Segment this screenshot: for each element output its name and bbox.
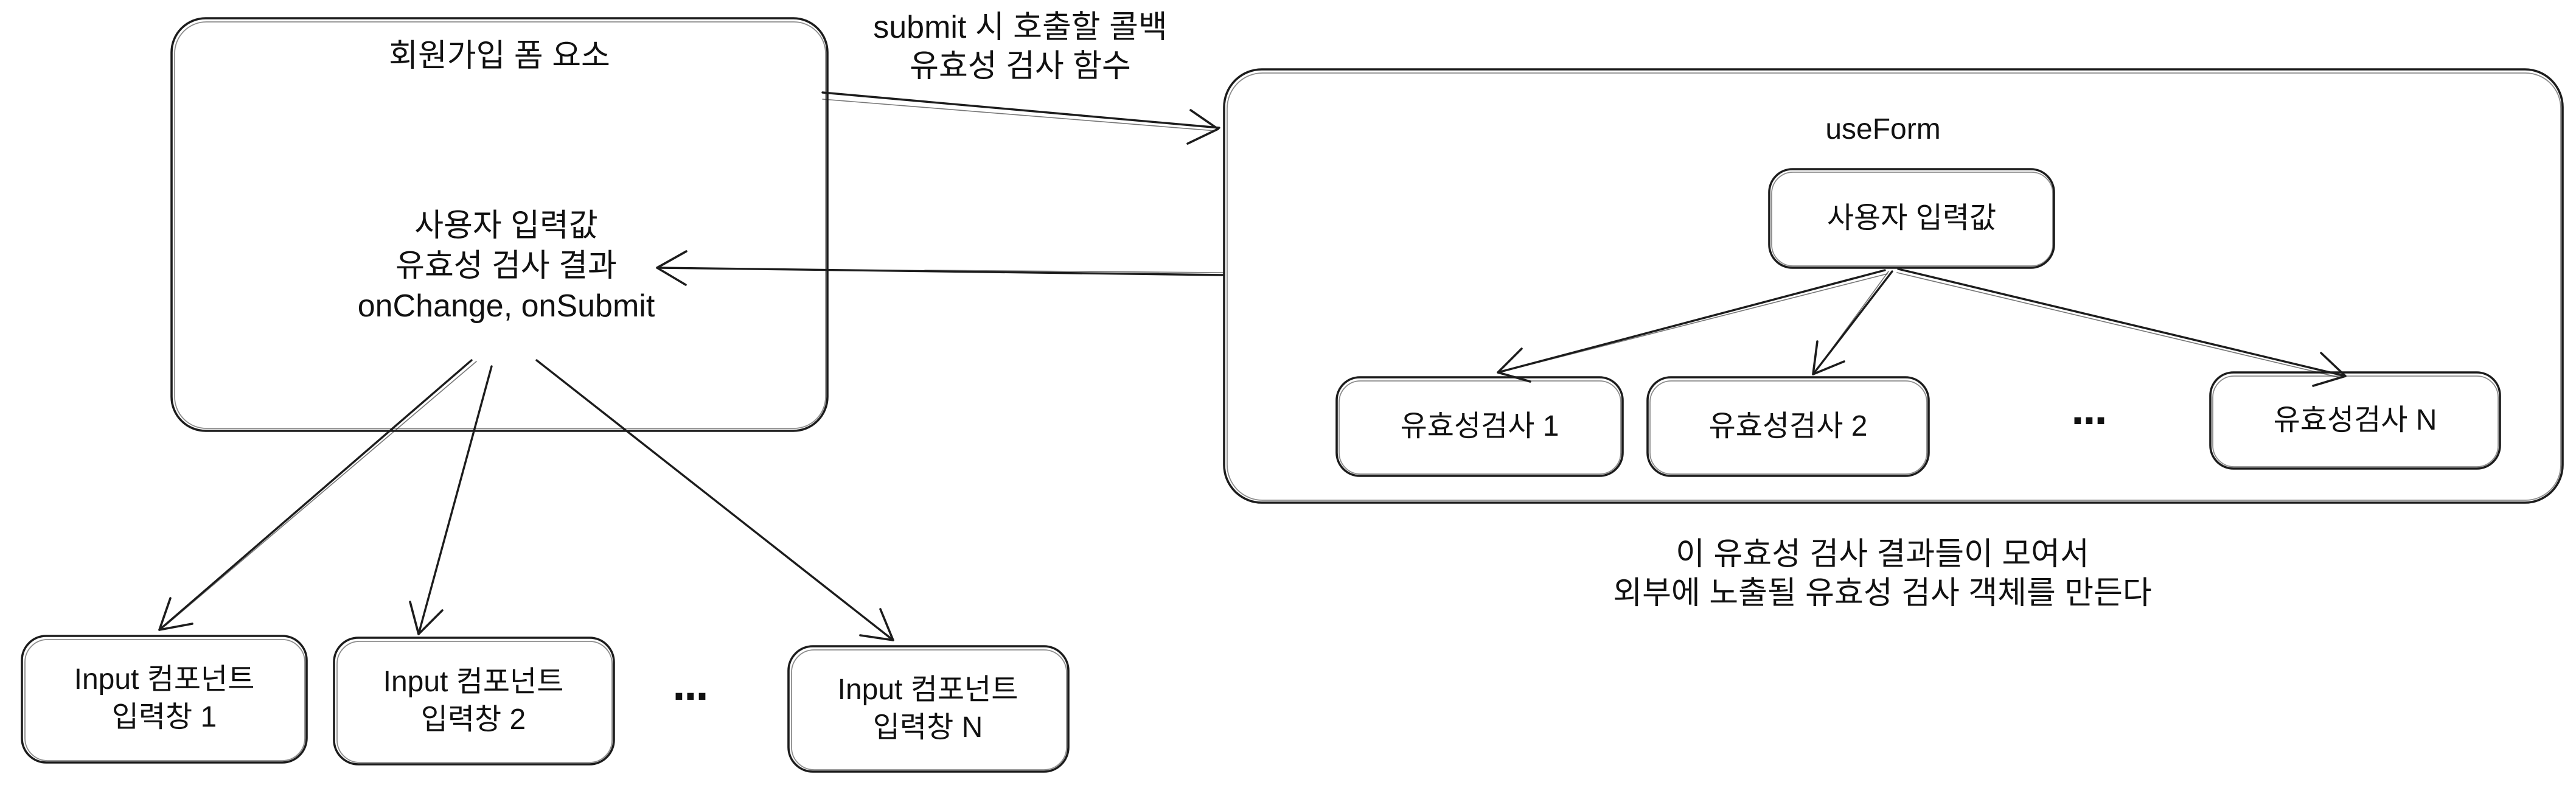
arrow-to-input-n-head [859,608,894,641]
submit-callback-label: submit 시 호출할 콜백 유효성 검사 함수 [873,10,1168,84]
input-n-box [787,645,1070,773]
input-1-box [21,635,308,764]
arrow-to-input-1-line-sketch [165,361,477,626]
user-input-box [1768,168,2055,269]
validations-ellipsis: ... [2071,383,2107,434]
arrow-to-input-2-line [417,365,493,635]
arrow-to-validation-1-head [1497,347,1531,383]
arrow-to-validation-2-line-sketch [1815,271,1889,372]
submit-callback-arrow-line [821,91,1220,129]
input-2-box-sketch [336,641,613,763]
input-1-label: Input 컴포넌트 입력창 1 [74,663,255,733]
validation-1-label: 유효성검사 1 [1400,410,1559,442]
arrow-to-input-1-head [158,597,193,631]
signup-form-body: 사용자 입력값 유효성 검사 결과 onChange, onSubmit [357,208,655,324]
input-2-box [333,637,615,766]
signup-form-box [170,17,829,432]
validation-n-box [2209,371,2501,470]
validation-2-label: 유효성검사 2 [1708,410,1868,442]
arrow-to-validation-n-line [1897,268,2347,377]
input-n-label: Input 컴포넌트 입력창 N [837,674,1018,744]
arrow-to-validation-1-line-sketch [1503,273,1888,372]
validation-n-box-sketch [2212,375,2499,467]
input-1-box-sketch [24,639,305,761]
inputs-ellipsis: ... [672,658,708,710]
validation-1-box [1335,376,1624,477]
useform-box-sketch [1227,72,2561,501]
useform-title: useForm [1825,113,1941,145]
arrow-to-validation-n-head [2312,352,2347,387]
results-return-arrowhead [656,250,688,286]
validation-2-box-sketch [1649,380,1927,475]
results-return-arrow-line [656,267,1225,276]
arrow-to-input-1-line [158,359,473,631]
validation-n-label: 유효성검사 N [2273,404,2437,436]
validation-summary-caption: 이 유효성 검사 결과들이 모여서 외부에 노출될 유효성 검사 객체를 만든다 [1613,537,2152,611]
arrow-to-input-n-line [535,359,894,641]
user-input-box-sketch [1771,172,2053,267]
arrow-to-input-2-head [409,601,444,635]
signup-form-box-sketch [174,21,826,429]
validation-1-box-sketch [1338,380,1621,475]
submit-callback-arrowhead [1186,109,1219,145]
input-n-box-sketch [791,649,1067,770]
results-return-arrow-line-sketch [924,270,1225,273]
submit-callback-arrow-line-sketch [822,99,1216,131]
validation-2-box [1646,376,1930,477]
arrow-to-validation-2-head [1812,340,1845,375]
arrow-to-validation-1-line [1497,269,1886,374]
user-input-label: 사용자 입력값 [1826,202,1997,234]
arrow-to-validation-n-line-sketch [1896,272,2342,379]
input-2-label: Input 컴포넌트 입력창 2 [383,666,564,736]
signup-form-title: 회원가입 폼 요소 [389,38,610,74]
